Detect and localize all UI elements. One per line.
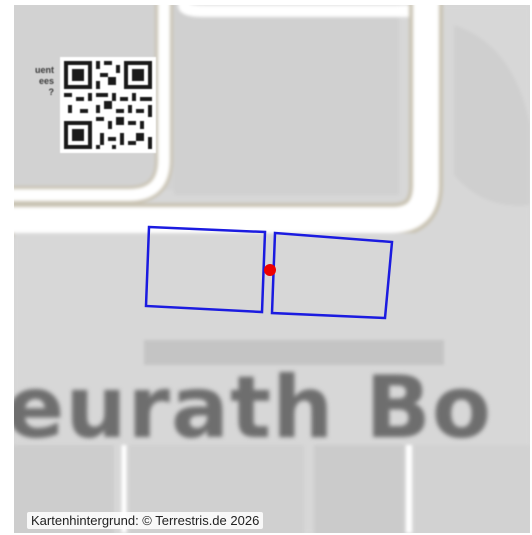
shared-vertex-point[interactable] [264,264,276,276]
poi-label-line: ? [48,87,55,97]
road [14,5,170,201]
road [14,5,439,233]
street-name-label: eurath Bo [14,358,492,458]
building-block [314,445,404,533]
right-parcel-polygon[interactable] [270,231,394,320]
poi-label-line: ees [38,76,54,86]
building-block [144,340,444,365]
poi-label: uent ees ? [14,65,54,98]
qr-code-icon [60,57,156,153]
feature-overlay[interactable] [14,5,530,533]
map-canvas[interactable]: uent ees ? [14,5,530,533]
building-block [174,5,399,195]
left-parcel-polygon[interactable] [144,225,267,314]
building-block [454,25,530,206]
building-block [414,445,530,533]
road [178,5,409,17]
map-attribution: Kartenhintergrund: © Terrestris.de 2026 [27,512,264,529]
poi-label-line: uent [35,65,54,75]
